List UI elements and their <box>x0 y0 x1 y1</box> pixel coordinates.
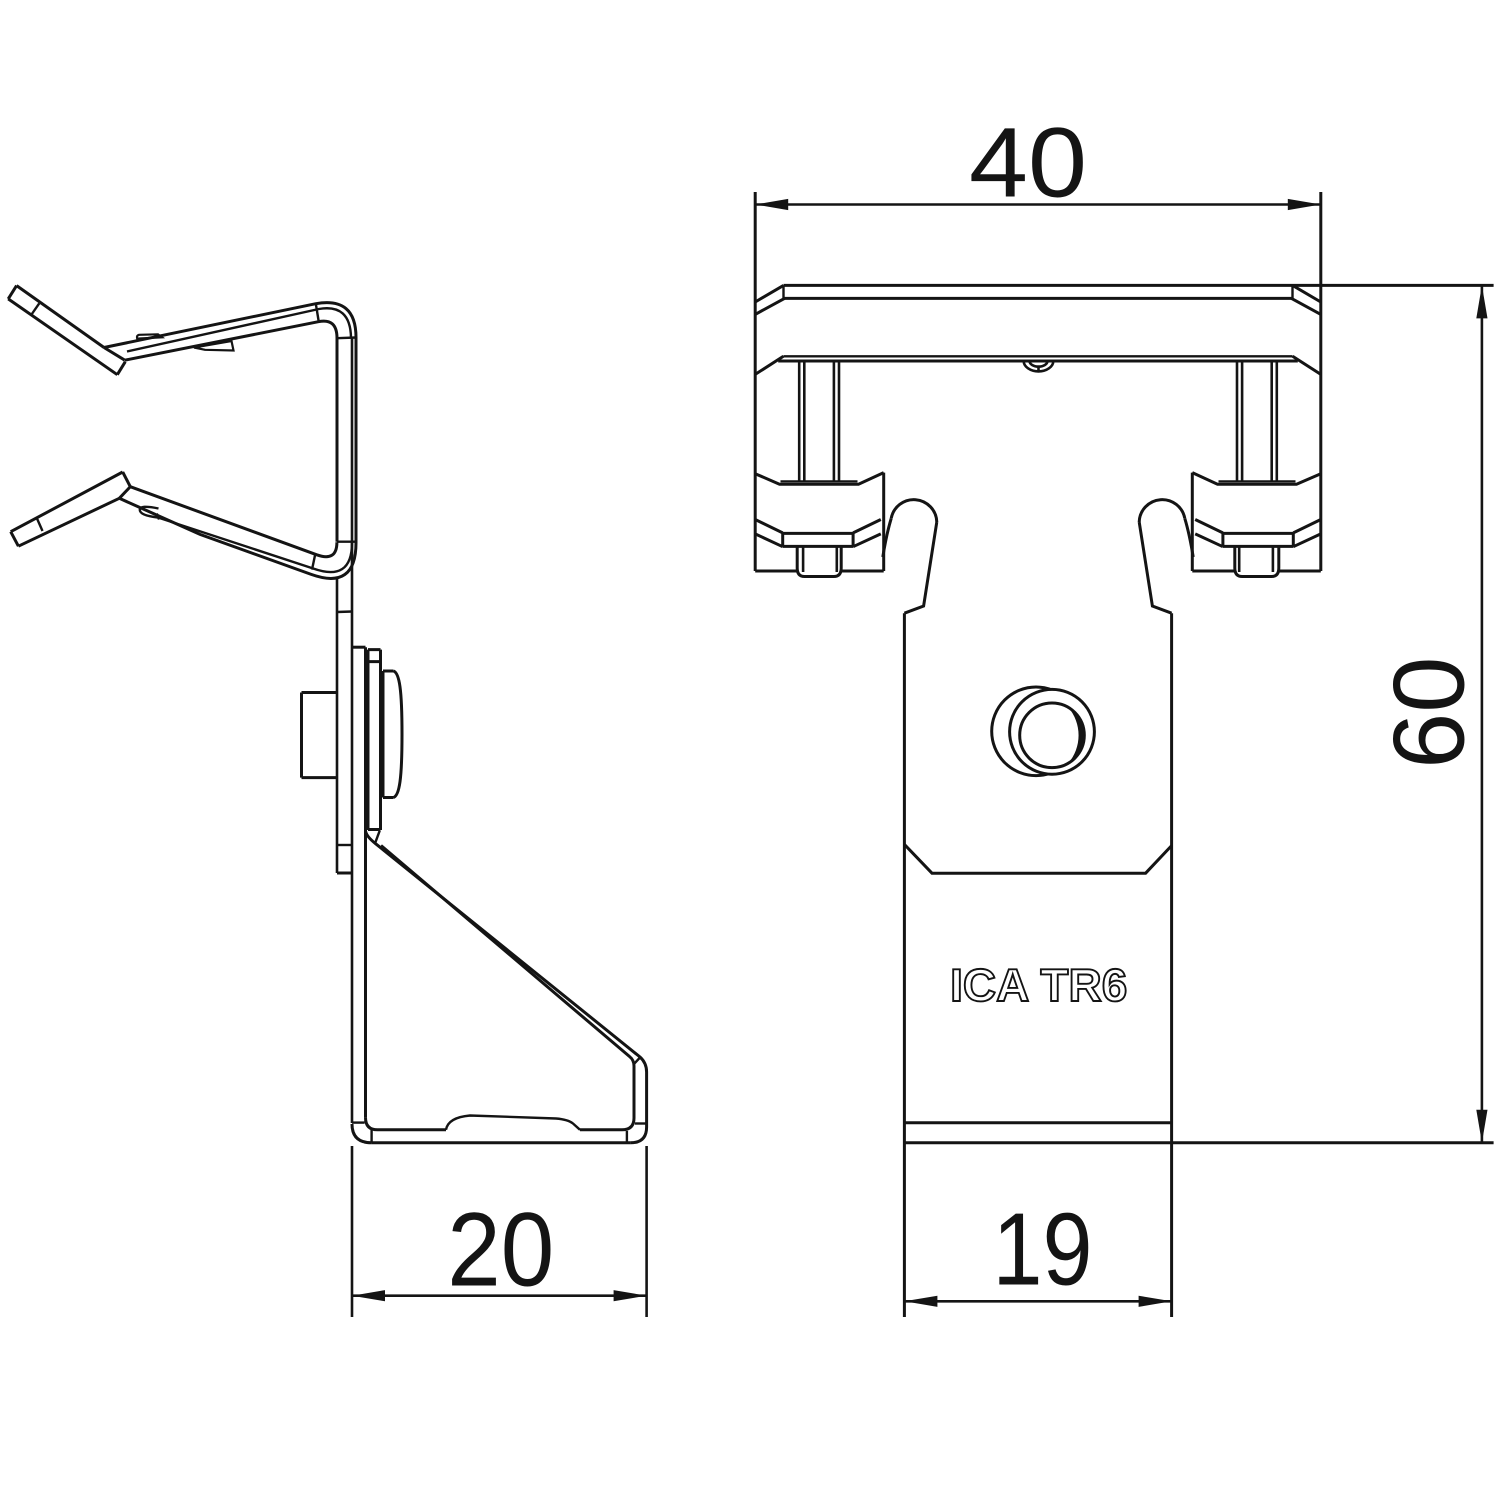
svg-text:20: 20 <box>447 1192 554 1309</box>
svg-text:60: 60 <box>1374 657 1486 769</box>
svg-text:40: 40 <box>969 107 1087 218</box>
svg-text:19: 19 <box>993 1192 1093 1307</box>
svg-text:ICA TR6: ICA TR6 <box>950 959 1127 1011</box>
